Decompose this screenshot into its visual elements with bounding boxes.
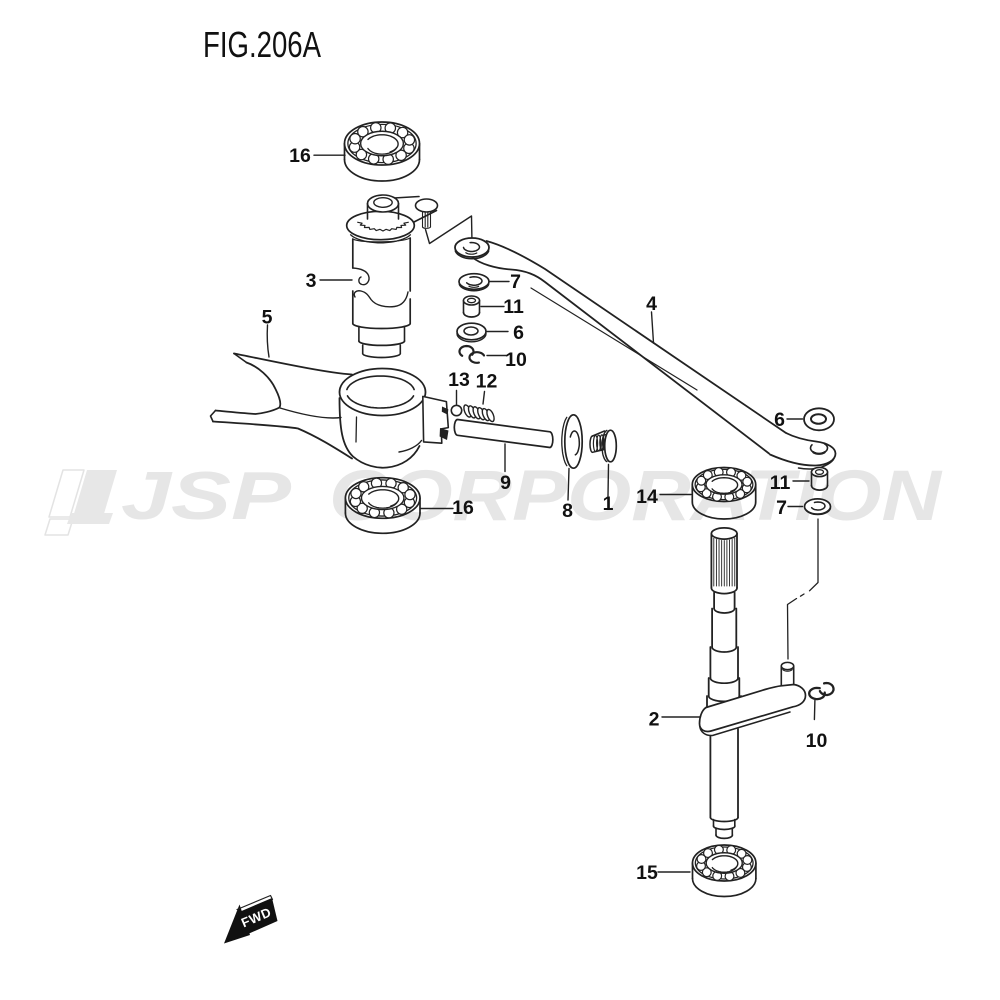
svg-text:11: 11 (770, 472, 791, 494)
svg-text:12: 12 (476, 371, 498, 393)
svg-text:10: 10 (505, 349, 527, 371)
svg-text:1: 1 (603, 493, 614, 515)
svg-text:6: 6 (774, 409, 785, 431)
svg-text:7: 7 (510, 271, 521, 293)
svg-text:2: 2 (649, 709, 660, 731)
svg-text:CORPORATION: CORPORATION (329, 457, 943, 536)
svg-text:15: 15 (636, 862, 658, 884)
svg-text:8: 8 (562, 500, 573, 522)
svg-text:16: 16 (289, 145, 311, 167)
svg-text:9: 9 (500, 472, 511, 494)
svg-text:13: 13 (448, 369, 470, 391)
svg-text:6: 6 (513, 322, 524, 344)
svg-text:14: 14 (636, 486, 658, 508)
svg-text:11: 11 (503, 296, 524, 318)
svg-text:5: 5 (262, 307, 273, 329)
svg-text:16: 16 (452, 497, 474, 519)
svg-text:3: 3 (306, 270, 317, 292)
svg-text:7: 7 (776, 497, 787, 519)
svg-text:4: 4 (646, 293, 657, 315)
svg-text:FIG.206A: FIG.206A (203, 24, 321, 65)
svg-text:JSP: JSP (121, 458, 292, 534)
svg-text:10: 10 (806, 730, 828, 752)
